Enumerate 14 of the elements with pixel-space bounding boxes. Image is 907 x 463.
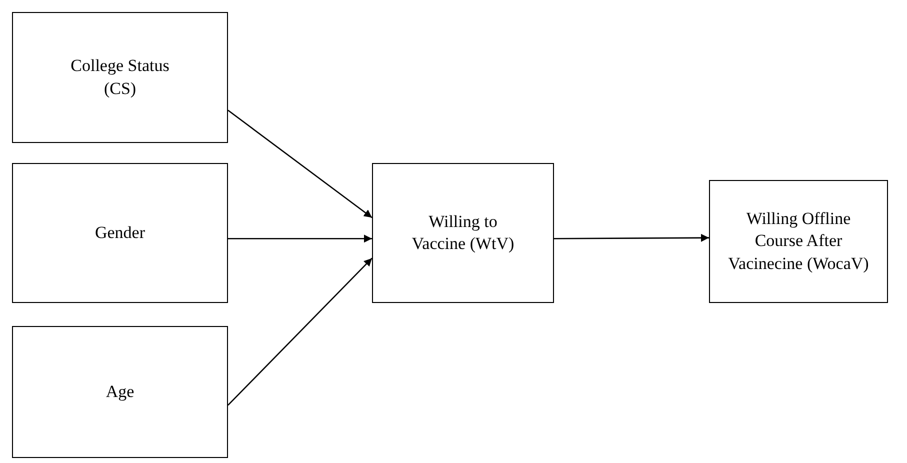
variable-box (372, 163, 554, 303)
box-label: College Status (CS) (70, 55, 170, 100)
arrow (228, 110, 372, 218)
arrow (554, 234, 709, 242)
arrow (228, 234, 372, 243)
variable-box (12, 326, 228, 458)
arrow (228, 258, 372, 406)
box-label: Age (106, 380, 134, 403)
box-label: Gender (94, 222, 146, 244)
variable-box (709, 180, 888, 303)
box-label: Willing Offline Course After Vacinecine (WocaV) (727, 208, 870, 275)
variable-box (12, 12, 228, 143)
box-label: Willing to Vaccine (WtV) (410, 210, 516, 255)
variable-box (12, 163, 228, 303)
